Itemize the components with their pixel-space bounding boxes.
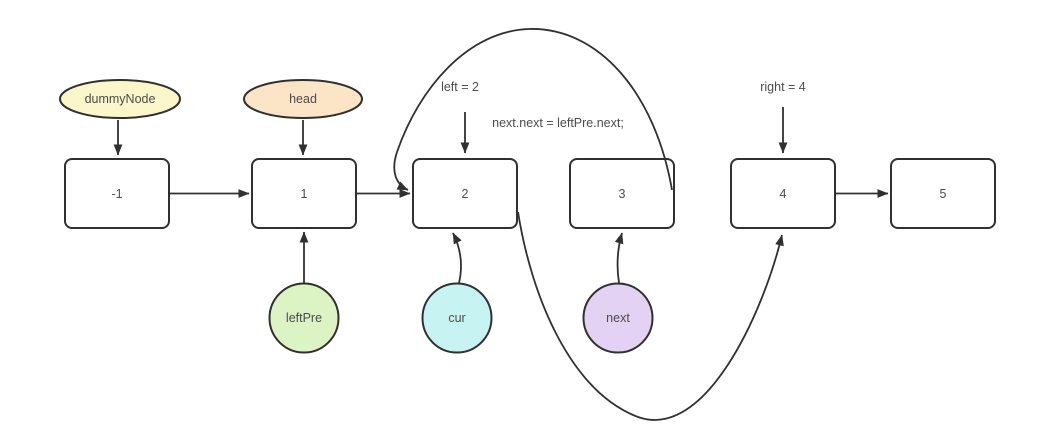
right-equals-4-label: right = 4	[760, 80, 806, 94]
node-4: 4	[730, 158, 836, 229]
node-1: 1	[251, 158, 357, 229]
pointer-head: head	[243, 79, 363, 156]
head-label: head	[289, 92, 317, 106]
arrow-cur-to-node-2	[452, 232, 462, 284]
annotation-right: right = 4	[760, 80, 806, 154]
node-label-2: 2	[462, 187, 469, 201]
pointer-cur: cur	[421, 232, 493, 354]
node-box-minus1	[64, 158, 170, 229]
left-equals-2-label: left = 2	[441, 80, 479, 94]
node-label-1: 1	[301, 187, 308, 201]
next-label: next	[606, 311, 630, 325]
node-label-minus1: -1	[111, 187, 122, 201]
leftpre-circle	[268, 282, 340, 354]
next-circle	[582, 282, 654, 354]
leftpre-label: leftPre	[286, 311, 322, 325]
node-minus1: -1	[64, 158, 170, 229]
cur-label: cur	[448, 311, 465, 325]
node-5: 5	[890, 158, 996, 229]
edge-arc-3-to-2	[393, 28, 673, 191]
cur-circle	[421, 282, 493, 354]
node-box-3	[569, 158, 675, 229]
annotation-left: left = 2	[441, 80, 479, 154]
node-box-5	[890, 158, 996, 229]
dummynode-ellipse	[59, 79, 181, 119]
node-label-5: 5	[940, 187, 947, 201]
node-label-3: 3	[619, 187, 626, 201]
pointer-dummynode: dummyNode	[59, 79, 181, 156]
pointer-leftpre: leftPre	[268, 231, 340, 354]
node-box-2	[412, 158, 518, 229]
head-ellipse	[243, 79, 363, 119]
assignment-statement-label: next.next = leftPre.next;	[492, 116, 624, 130]
dummynode-label: dummyNode	[85, 92, 156, 106]
edge-arc-2-to-4	[517, 211, 784, 421]
arrow-next-to-node-3	[614, 232, 624, 284]
node-label-4: 4	[780, 187, 787, 201]
pointer-next: next	[582, 232, 654, 354]
node-3: 3	[569, 158, 675, 229]
node-2: 2	[412, 158, 518, 229]
